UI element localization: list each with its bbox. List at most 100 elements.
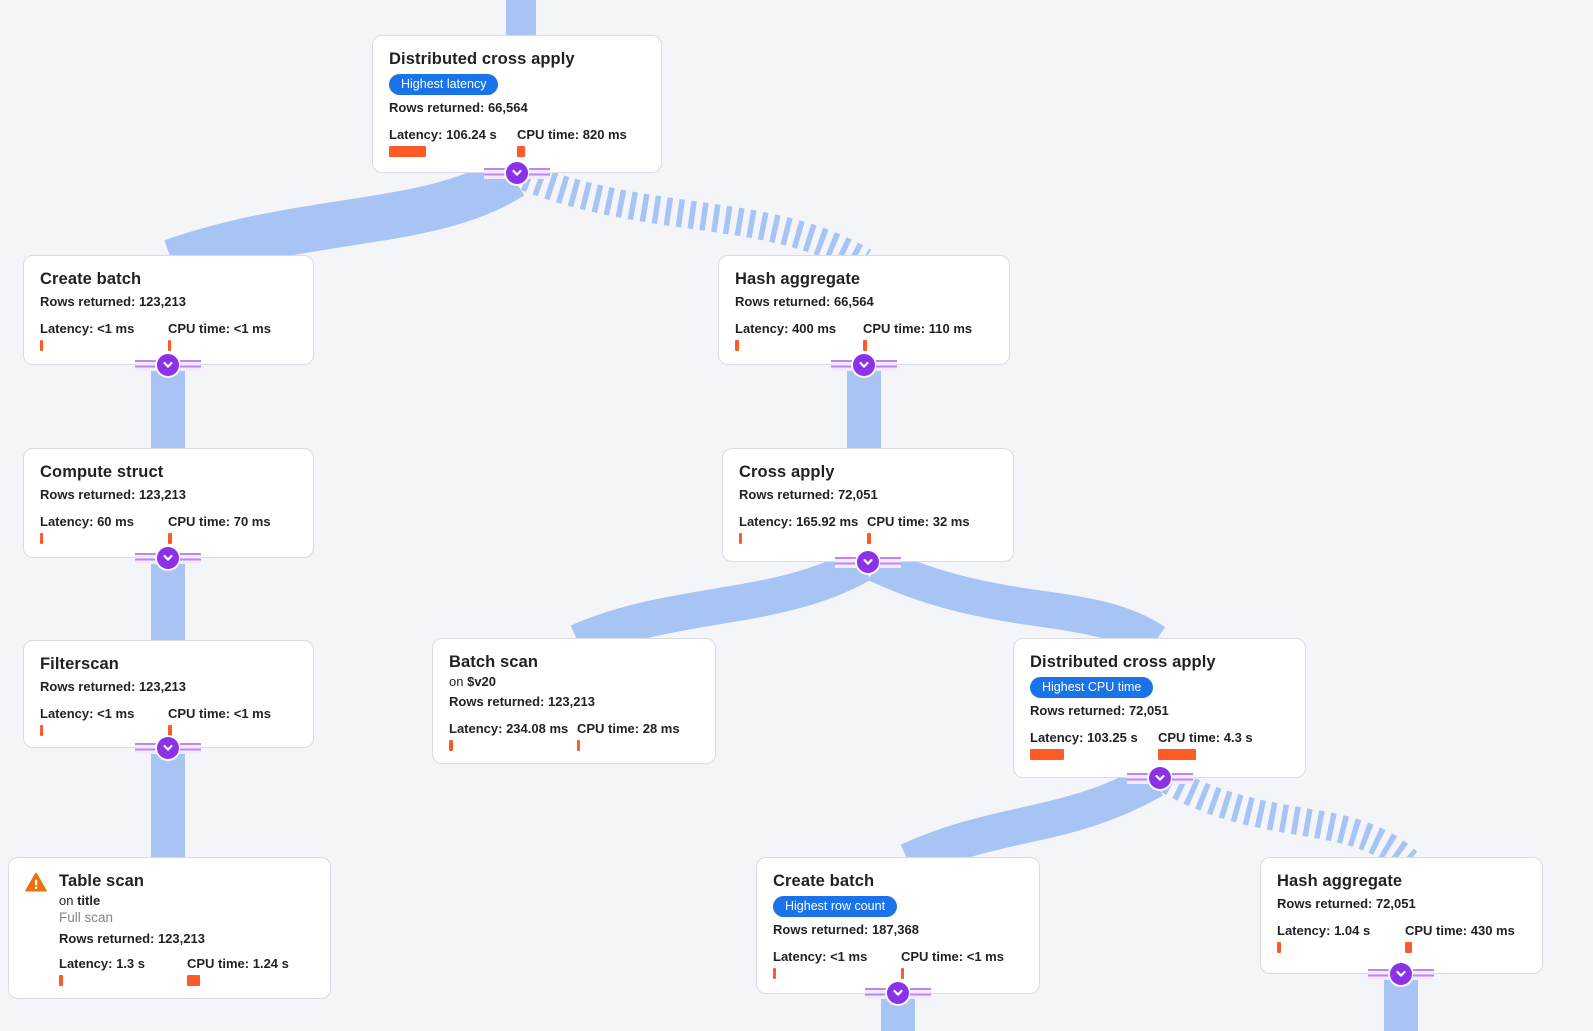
rows-returned-label: Rows returned: 123,213 — [40, 294, 186, 309]
rows-returned-label: Rows returned: 187,368 — [773, 922, 919, 937]
cpu-time-bar — [1158, 749, 1196, 760]
chevron-down-icon — [157, 354, 179, 376]
node-title: Hash aggregate — [735, 270, 861, 288]
plan-node-filterscan[interactable]: Filterscan Rows returned: 123,213 Latenc… — [23, 640, 314, 748]
node-title: Table scan — [59, 872, 145, 890]
collapse-toggle-compute-struct[interactable] — [135, 547, 201, 569]
cpu-time-label: CPU time: <1 ms — [168, 706, 271, 721]
rows-returned-label: Rows returned: 72,051 — [1277, 896, 1416, 911]
connector-stripes — [135, 552, 156, 564]
chevron-down-icon — [157, 737, 179, 759]
collapse-toggle-filterscan[interactable] — [135, 737, 201, 759]
latency-label: Latency: 165.92 ms — [739, 514, 859, 529]
latency-label: Latency: 1.04 s — [1277, 923, 1371, 938]
rows-returned-label: Rows returned: 123,213 — [449, 694, 595, 709]
highest-cpu-time-badge: Highest CPU time — [1030, 677, 1154, 698]
connector-stripes — [831, 359, 852, 371]
plan-node-distributed-cross-apply-2[interactable]: Distributed cross apply Highest CPU time… — [1013, 638, 1306, 778]
latency-bar — [40, 340, 43, 351]
node-title: Create batch — [773, 872, 875, 890]
cpu-time-bar — [577, 740, 580, 751]
collapse-toggle-dca2[interactable] — [1127, 767, 1193, 789]
chevron-down-icon — [506, 162, 528, 184]
plan-node-create-batch[interactable]: Create batch Rows returned: 123,213 Late… — [23, 255, 314, 365]
plan-node-compute-struct[interactable]: Compute struct Rows returned: 123,213 La… — [23, 448, 314, 558]
cpu-time-bar — [168, 340, 171, 351]
connector-stripes — [484, 167, 505, 179]
edge-root-to-hash-aggregate — [520, 163, 872, 275]
rows-returned-label: Rows returned: 123,213 — [40, 487, 186, 502]
latency-label: Latency: 60 ms — [40, 514, 134, 529]
latency-bar — [773, 968, 776, 979]
cpu-time-label: CPU time: 1.24 s — [187, 956, 289, 971]
latency-label: Latency: 400 ms — [735, 321, 837, 336]
connector-stripes — [880, 556, 901, 568]
connector-stripes — [1413, 968, 1434, 980]
cpu-time-bar — [517, 146, 525, 157]
collapse-toggle-create-batch-2[interactable] — [865, 982, 931, 1004]
connector-stripes — [135, 742, 156, 754]
cpu-time-label: CPU time: 28 ms — [577, 721, 680, 736]
connector-stripes — [876, 359, 897, 371]
connector-stripes — [180, 552, 201, 564]
node-title: Create batch — [40, 270, 142, 288]
connector-stripes — [529, 167, 550, 179]
latency-label: Latency: 234.08 ms — [449, 721, 569, 736]
plan-node-hash-aggregate-2[interactable]: Hash aggregate Rows returned: 72,051 Lat… — [1260, 857, 1543, 974]
rows-returned-label: Rows returned: 66,564 — [389, 100, 528, 115]
cpu-time-label: CPU time: <1 ms — [901, 949, 1004, 964]
warning-icon — [25, 871, 49, 986]
node-title: Hash aggregate — [1277, 872, 1403, 890]
latency-label: Latency: 103.25 s — [1030, 730, 1138, 745]
latency-label: Latency: 106.24 s — [389, 127, 497, 142]
node-title: Distributed cross apply — [389, 50, 575, 68]
connector-stripes — [180, 359, 201, 371]
rows-returned-label: Rows returned: 123,213 — [59, 931, 205, 946]
latency-bar — [449, 740, 453, 751]
cpu-time-bar — [168, 533, 172, 544]
scan-target-label: on title — [59, 893, 101, 908]
cpu-time-label: CPU time: 430 ms — [1405, 923, 1515, 938]
chevron-down-icon — [853, 354, 875, 376]
plan-node-hash-aggregate[interactable]: Hash aggregate Rows returned: 66,564 Lat… — [718, 255, 1010, 365]
plan-node-cross-apply[interactable]: Cross apply Rows returned: 72,051 Latenc… — [722, 448, 1014, 562]
chevron-down-icon — [1149, 767, 1171, 789]
plan-node-table-scan[interactable]: Table scan on title Full scan Rows retur… — [8, 857, 331, 999]
cpu-time-bar — [168, 725, 172, 736]
plan-node-batch-scan[interactable]: Batch scan on $v20 Rows returned: 123,21… — [432, 638, 716, 764]
highest-latency-badge: Highest latency — [389, 74, 499, 95]
edge-dca2-to-hash-aggregate2 — [1161, 767, 1418, 873]
latency-label: Latency: 1.3 s — [59, 956, 145, 971]
node-title: Compute struct — [40, 463, 164, 481]
latency-label: Latency: <1 ms — [40, 321, 135, 336]
cpu-time-label: CPU time: 70 ms — [168, 514, 271, 529]
chevron-down-icon — [887, 982, 909, 1004]
plan-node-create-batch-2[interactable]: Create batch Highest row count Rows retu… — [756, 857, 1040, 994]
collapse-toggle-hash-aggregate[interactable] — [831, 354, 897, 376]
collapse-toggle-create-batch[interactable] — [135, 354, 201, 376]
connector-stripes — [1127, 772, 1148, 784]
cpu-time-bar — [901, 968, 904, 979]
edge-dca2-to-create-batch2 — [900, 764, 1163, 878]
cpu-time-bar — [187, 975, 200, 986]
chevron-down-icon — [857, 551, 879, 573]
connector-stripes — [910, 987, 931, 999]
collapse-toggle-cross-apply[interactable] — [835, 551, 901, 573]
rows-returned-label: Rows returned: 66,564 — [735, 294, 874, 309]
collapse-toggle-hash-aggregate-2[interactable] — [1368, 963, 1434, 985]
edge-cross-apply-to-dca2 — [868, 547, 1166, 658]
latency-bar — [59, 975, 63, 986]
scan-target-label: on $v20 — [449, 674, 497, 689]
plan-node-distributed-cross-apply-root[interactable]: Distributed cross apply Highest latency … — [372, 35, 662, 173]
cpu-time-bar — [863, 340, 867, 351]
node-title: Batch scan — [449, 653, 539, 671]
latency-bar — [389, 146, 426, 157]
latency-bar — [40, 533, 43, 544]
latency-bar — [40, 725, 43, 736]
edge-root-to-create-batch — [164, 156, 525, 284]
connector-stripes — [1172, 772, 1193, 784]
connector-stripes — [835, 556, 856, 568]
latency-bar — [739, 533, 742, 544]
collapse-toggle-root[interactable] — [484, 162, 550, 184]
